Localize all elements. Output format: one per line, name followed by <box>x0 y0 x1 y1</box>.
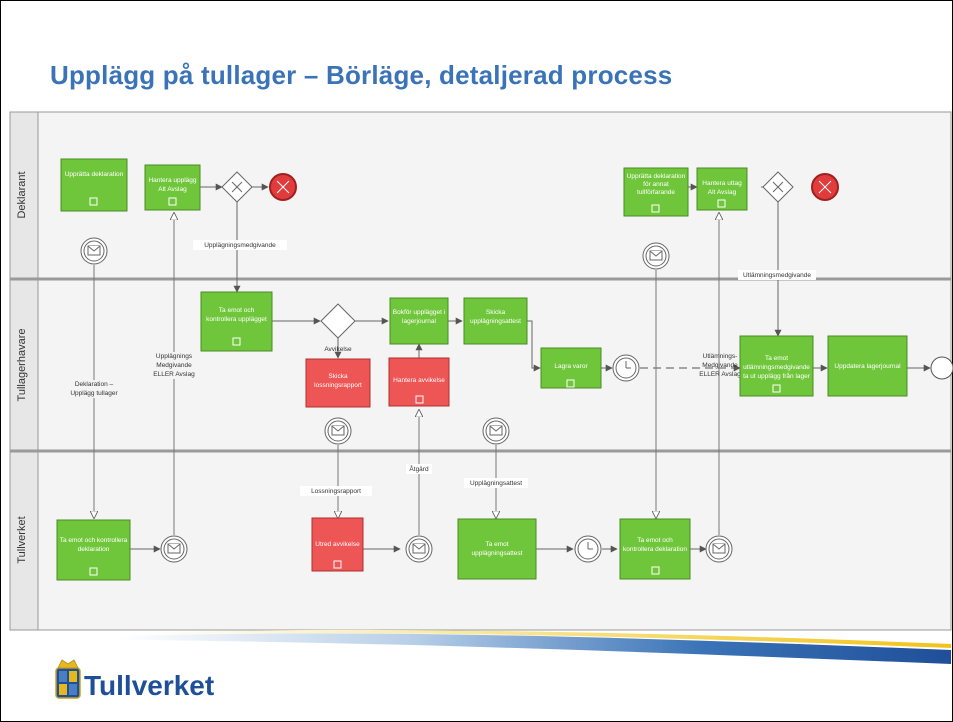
task-upprätta-deklaration-annat <box>623 167 689 217</box>
task-hantera-upplagg <box>144 164 201 211</box>
task-ta-emot-kontrollera-deklaration-2 <box>619 518 691 580</box>
gateway-kontroll <box>320 303 356 339</box>
task-skicka-upplaggningsattest <box>463 297 528 345</box>
envelope-icon <box>405 535 433 563</box>
task-label: Bokför upplägget i lagerjournal <box>392 309 446 325</box>
label-utlamnings-medgivande-eller: Utlämnings- Medgivande ELLER Avslag <box>699 353 741 378</box>
label-upplaggningsattest: Upplägningsattest <box>470 480 522 487</box>
task-label: Skicka lossningsrapport <box>314 373 362 389</box>
task-label: Ta emot och kontrollera deklaration <box>59 537 128 553</box>
footer-swoosh <box>120 629 951 664</box>
task-label: Lagra varor <box>554 363 588 370</box>
timer-event-2 <box>574 535 602 563</box>
task-utred-avvikelse <box>311 517 364 572</box>
lane-label-tullverket: Tullverket <box>16 516 28 563</box>
envelope-icon <box>324 417 352 445</box>
task-label: Hantera uttag Alt Avslag <box>702 180 742 196</box>
slide-title: Upplägg på tullager – Börläge, detaljera… <box>50 60 673 90</box>
end-event-avslag-1 <box>269 173 297 201</box>
task-upprätta-deklaration <box>60 158 128 212</box>
task-label: Upprätta deklaration för annat tullförfa… <box>626 173 686 196</box>
envelope-icon <box>80 237 108 265</box>
task-uppdatera-lagerjournal <box>827 335 908 397</box>
task-label: Ta emot och kontrollera deklaration <box>623 537 687 553</box>
envelope-icon <box>160 535 188 563</box>
task-label: Upprätta deklaration <box>64 171 124 178</box>
gateway-hantera <box>221 171 253 203</box>
logo-icon <box>55 659 81 699</box>
timer-event-1 <box>612 354 640 382</box>
task-lagra-varor <box>540 347 602 389</box>
task-label: Ta emot upplägningsattest <box>471 541 523 557</box>
task-hantera-avvikelse <box>388 357 450 407</box>
task-label: Utred avvikelse <box>315 541 360 548</box>
task-label: Hantera avvikelse <box>393 377 445 384</box>
task-ta-emot-kontrollera-upplagget <box>200 291 273 352</box>
label-upplaggningsmedgivande: Upplägningsmedgivande <box>204 242 276 249</box>
label-lossningsrapport: Lossningsrapport <box>311 488 361 495</box>
task-label: Hantera upplägg Alt Avslag <box>148 177 197 193</box>
label-atgard: Åtgärd <box>409 464 429 473</box>
task-ta-emot-upplaggningsattest <box>457 518 537 580</box>
envelope-icon <box>482 417 510 445</box>
task-label: Ta emot och kontrollera upplägget <box>206 307 267 323</box>
message-event-icons <box>80 237 733 563</box>
end-event <box>930 356 953 380</box>
task-ta-emot-kontrollera-deklaration-1 <box>56 519 131 581</box>
logo-text: Tullverket <box>84 670 215 701</box>
task-bokfor-upplagget <box>389 297 449 345</box>
task-label: Ta emot utlämningsmedgivande ta ut upplä… <box>743 355 810 380</box>
envelope-icon <box>705 535 733 563</box>
lane-label-deklarant: Deklarant <box>16 171 28 218</box>
gateway-uttag <box>762 171 794 203</box>
task-skicka-lossningsrapport <box>305 358 371 408</box>
envelope-icon <box>642 242 670 270</box>
end-event-avslag-2 <box>811 173 839 201</box>
task-label: Uppdatera lagerjournal <box>834 363 901 370</box>
task-ta-emot-utlamning <box>739 335 814 397</box>
task-hantera-uttag <box>696 167 748 211</box>
label-deklaration-upplagg: Deklaration – Upplägg tullager <box>64 380 124 398</box>
lane-label-tullagerhavare: Tullagerhavare <box>16 329 28 402</box>
label-upplaggnings-medgivande-eller: Upplägnings Medgivande ELLER Avslag <box>146 352 202 379</box>
task-label: Skicka upplägningsattest <box>470 309 521 325</box>
label-avvikelse: Avvikelse <box>324 346 352 353</box>
label-utlamningsmedgivande: Utlämningsmedgivande <box>743 272 811 279</box>
